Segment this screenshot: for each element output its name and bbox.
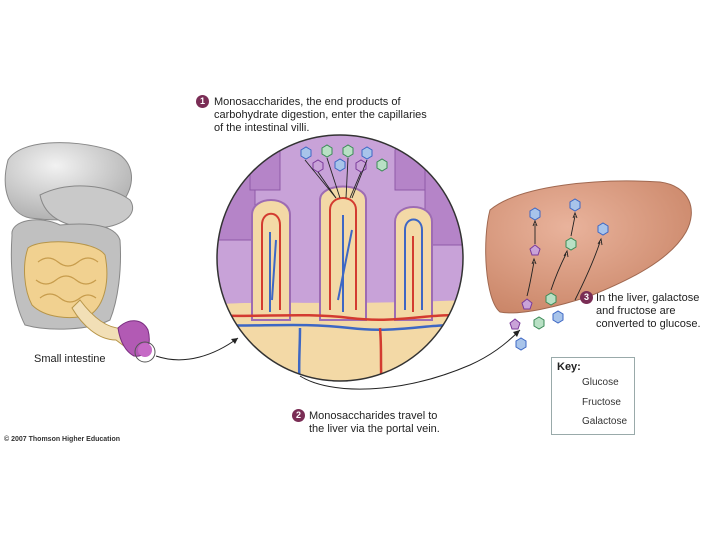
step-1-caption: Monosaccharides, the end products of car… [214, 96, 427, 135]
legend-title: Key: [557, 361, 581, 373]
villi-magnified-view [217, 135, 463, 381]
step-3-line: converted to glucose. [596, 318, 701, 330]
step-2-line: the liver via the portal vein. [309, 423, 440, 435]
small-intestine-label: Small intestine [34, 353, 106, 365]
step-2-line: Monosaccharides travel to [309, 410, 438, 422]
arrow-head [231, 338, 238, 344]
digestive-organs-illustration [4, 142, 156, 363]
step-3-badge: 3 [580, 291, 593, 304]
legend-item-fructose: Fructose [582, 397, 621, 408]
magnifier-circle-outline [216, 134, 464, 382]
step-2-caption: Monosaccharides travel to the liver via … [309, 410, 440, 436]
conversion-arrows [526, 211, 603, 301]
legend-item-galactose: Galactose [582, 416, 628, 427]
molecules-in-liver [509, 198, 609, 351]
legend-key: Key: Glucose Fructose Galactose [551, 357, 635, 435]
step-3-caption: In the liver, galactose and fructose are… [596, 292, 701, 331]
legend-item-glucose: Glucose [582, 377, 619, 388]
step-1-line: Monosaccharides, the end products of [214, 96, 401, 108]
portal-vein-arrow [299, 329, 521, 390]
connector-arrow [155, 337, 239, 361]
step-1-badge: 1 [196, 95, 209, 108]
copyright-notice: © 2007 Thomson Higher Education [4, 436, 121, 443]
step-3-line: and fructose are [596, 305, 676, 317]
step-1-line: of the intestinal villi. [214, 122, 310, 134]
step-3-line: In the liver, galactose [596, 292, 700, 304]
step-2-badge: 2 [292, 409, 305, 422]
arrow-head [513, 330, 520, 337]
step-1-line: carbohydrate digestion, enter the capill… [214, 109, 427, 121]
